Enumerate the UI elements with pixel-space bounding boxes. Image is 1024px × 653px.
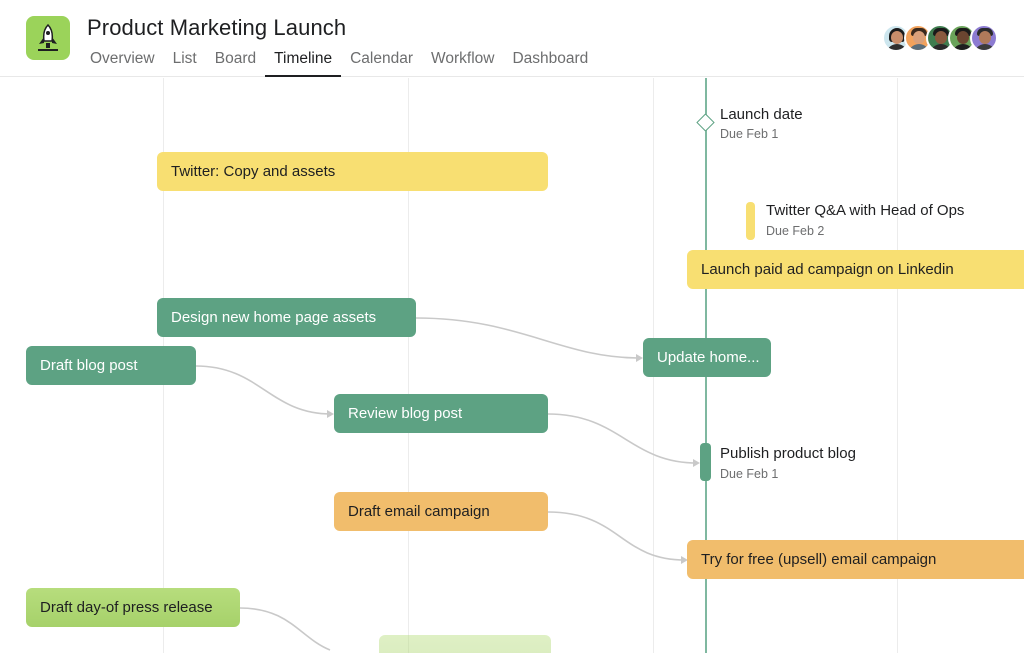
milestone-due-date: Due Feb 1 <box>720 127 779 141</box>
milestone-diamond-icon <box>696 113 715 132</box>
dependency-arrow <box>415 317 641 359</box>
task-draft-blog-post[interactable]: Draft blog post <box>26 346 196 385</box>
task-twitter-qa[interactable]: Twitter Q&A with Head of Ops Due Feb 2 <box>746 202 1006 242</box>
task-upsell-email-campaign[interactable]: Try for free (upsell) email campaign <box>687 540 1024 579</box>
task-review-blog-post[interactable]: Review blog post <box>334 394 548 433</box>
tab-list[interactable]: List <box>172 50 197 67</box>
view-tabs: Overview List Board Timeline Calendar Wo… <box>81 48 597 77</box>
rocket-icon <box>38 24 58 51</box>
milestone-launch-date[interactable]: Launch date Due Feb 1 <box>695 106 855 146</box>
task-publish-product-blog[interactable]: Publish product blog Due Feb 1 <box>700 443 890 483</box>
arrowhead <box>636 354 643 362</box>
arrowhead <box>327 410 334 418</box>
arrowhead <box>681 556 688 564</box>
column-divider <box>897 78 898 653</box>
task-draft-press-release[interactable]: Draft day-of press release <box>26 588 240 627</box>
tab-workflow[interactable]: Workflow <box>431 50 495 67</box>
task-design-home-assets[interactable]: Design new home page assets <box>157 298 416 337</box>
tab-overview[interactable]: Overview <box>90 50 155 67</box>
avatar[interactable] <box>970 24 998 52</box>
tab-board[interactable]: Board <box>214 50 257 67</box>
column-divider <box>408 78 409 653</box>
task-twitter-copy-assets[interactable]: Twitter: Copy and assets <box>157 152 548 191</box>
task-color-marker <box>746 202 755 240</box>
tab-calendar[interactable]: Calendar <box>350 50 414 67</box>
task-title: Publish product blog <box>720 445 856 462</box>
arrowhead <box>693 459 700 467</box>
task-title: Twitter Q&A with Head of Ops <box>766 202 965 219</box>
dependency-arrow <box>547 511 686 561</box>
milestone-title: Launch date <box>720 106 803 123</box>
project-header: Product Marketing Launch Overview List B… <box>0 0 1024 77</box>
dependency-arrow <box>547 413 698 464</box>
timeline-canvas[interactable]: Launch date Due Feb 1 Twitter: Copy and … <box>0 78 1024 653</box>
tab-timeline[interactable]: Timeline <box>265 48 342 77</box>
task-draft-email-campaign[interactable]: Draft email campaign <box>334 492 548 531</box>
avatar[interactable] <box>904 24 932 52</box>
page-title: Product Marketing Launch <box>87 15 347 40</box>
task-due-date: Due Feb 1 <box>720 467 779 481</box>
tab-dashboard[interactable]: Dashboard <box>512 50 589 67</box>
task-paid-ad-linkedin[interactable]: Launch paid ad campaign on Linkedin <box>687 250 1024 289</box>
project-icon[interactable] <box>26 16 70 60</box>
task-update-home[interactable]: Update home... <box>643 338 771 377</box>
task-due-date: Due Feb 2 <box>766 224 825 238</box>
dependency-arrow <box>195 365 332 415</box>
task-color-marker <box>700 443 711 481</box>
task-bar-partial[interactable] <box>379 635 551 653</box>
project-members[interactable] <box>882 24 998 52</box>
dependency-connectors <box>195 317 700 651</box>
dependency-arrow <box>239 607 331 651</box>
